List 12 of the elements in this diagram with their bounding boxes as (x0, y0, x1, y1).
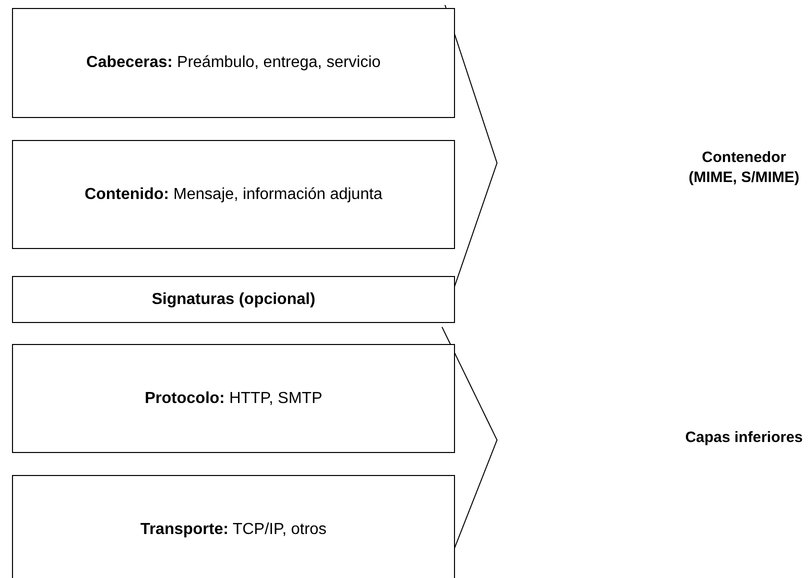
layer-box (12, 344, 455, 453)
layer-box (12, 475, 455, 578)
layer-box (12, 140, 455, 249)
layer-text: Signaturas (opcional) (152, 290, 316, 308)
group-label: Contenedor (MIME, S/MIME) (688, 148, 800, 188)
layer-text: Cabeceras: Preámbulo, entrega, servicio (86, 54, 381, 72)
layer-text: Transporte: TCP/IP, otros (140, 521, 327, 539)
layer-text: Protocolo: HTTP, SMTP (144, 390, 322, 408)
layer-box (12, 8, 455, 118)
layer-box (12, 276, 455, 323)
layer-text: Contenido: Mensaje, información adjunta (84, 186, 382, 204)
group-label: Capas inferiores (684, 428, 804, 448)
